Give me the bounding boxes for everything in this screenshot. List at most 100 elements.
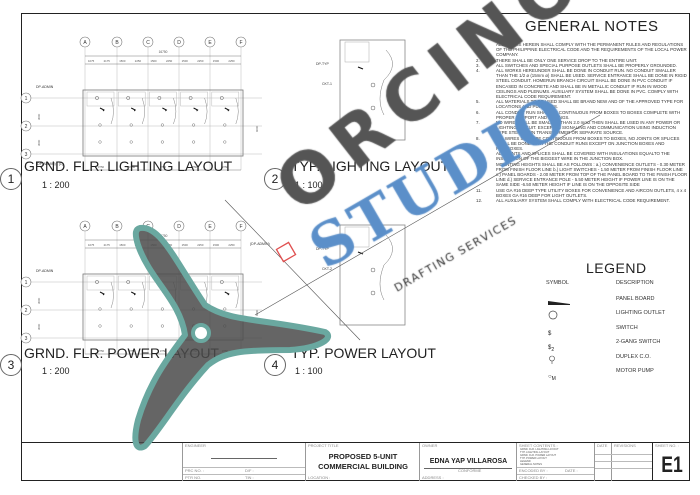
note-number: 1. [476, 42, 480, 47]
toilet-room [211, 91, 240, 107]
switch-symbol [357, 66, 364, 70]
legend-item-label: MOTOR PUMP [616, 368, 654, 374]
switch-symbol [162, 291, 168, 296]
project-label: PROJECT TITLE [308, 443, 339, 448]
dimension: 2250 [135, 243, 142, 247]
dimension: 1500 [119, 59, 126, 63]
owner-cell: OWNER EDNA YAP VILLAROSA CONFORME ADDRES… [419, 443, 517, 481]
grid-label: 1 [25, 280, 28, 286]
note-number: 7. [476, 120, 480, 126]
location-label: LOCATION : [308, 475, 331, 480]
unit-outline [339, 39, 406, 141]
dimension: 1500 [182, 243, 189, 247]
project-cell: PROJECT TITLE PROPOSED 5-UNIT COMMERCIAL… [305, 443, 420, 481]
switch-symbol [130, 107, 137, 112]
note-number: 12. [476, 198, 483, 204]
dimension: 6000 [255, 309, 259, 316]
date-label: DATE : [565, 468, 578, 473]
dp-typ-label: DP-TYP [316, 62, 330, 66]
toilet-room [149, 91, 177, 107]
outlet-symbol [192, 324, 196, 328]
legend-symbol-header: SYMBOL [546, 280, 569, 286]
dp-admin-label: DP-ADMIN [36, 85, 54, 89]
outlet-symbol [223, 324, 227, 328]
general-note: 4. ALL WORKS HEREUNDER SHALL BE DONE IN C… [476, 68, 688, 99]
drawing-number-3: 3 [0, 354, 22, 376]
dp-admin-label: DP-ADMIN [36, 269, 54, 273]
circuit-line [173, 281, 177, 309]
engineer-label: ENGINEER [185, 443, 206, 448]
dimension: 2250 [228, 59, 235, 63]
dp-typ-label: DP-TYP [316, 247, 330, 251]
general-note: 5.ALL MATERIALS TO BE USED SHALL BE BRAN… [476, 99, 688, 109]
toilet-room [86, 91, 115, 107]
sheet-contents-item: GENERAL NOTES [520, 462, 542, 466]
grid-label: F [239, 40, 242, 46]
note-number: 11. [476, 187, 482, 193]
dimension: 3000 [37, 139, 41, 146]
drawing-scale-1: 1 : 200 [42, 180, 70, 190]
note-text: MOUNTING HEIGHTS SHALL BE AS FOLLOWS : a… [496, 161, 688, 188]
circuit-line [142, 281, 145, 309]
switch-symbol [224, 291, 230, 296]
checked-label: CHECKED BY : [519, 475, 548, 480]
switch-symbol [99, 107, 105, 112]
grid-label: C [146, 224, 150, 230]
conforme-label: CONFORME [458, 468, 482, 473]
drawing-scale-3: 1 : 200 [42, 366, 70, 376]
general-notes-title: GENERAL NOTES [525, 18, 659, 35]
note-number: 8. [476, 135, 480, 141]
note-number: 10. [476, 161, 483, 167]
dimension: 1075 [88, 59, 95, 63]
dimension: 1500 [213, 243, 220, 247]
grid-label: 3 [25, 336, 28, 342]
divider [595, 461, 653, 462]
general-note: 9.ALL JOINTS AND SPLICES SHALL BE COVERE… [476, 151, 688, 161]
dimension: 1500 [119, 243, 126, 247]
drawing-title-2: TYP. LIGHTING LAYOUT [291, 158, 450, 174]
note-text: NO WIRE SHALL BE SMALLER THAN 2.0 mm2 TH… [496, 120, 681, 136]
note-number: 4. [476, 68, 480, 74]
grid-label: D [177, 224, 181, 230]
owner-name: EDNA YAP VILLAROSA [429, 458, 508, 465]
dimension: 16750 [159, 50, 168, 54]
legend-item-label: 2-GANG SWITCH [616, 339, 661, 345]
ptr-label: PTR NO. [185, 475, 202, 480]
note-text: ALL MATERIALS TO BE USED SHALL BE BRAND … [496, 99, 684, 110]
dimension: 2250 [135, 59, 142, 63]
grid-label: 1 [25, 96, 28, 102]
toilet-room [180, 275, 208, 291]
divider [595, 454, 653, 455]
dimension: 2250 [228, 243, 235, 247]
switch-symbol [224, 107, 230, 112]
building-outline [82, 273, 244, 341]
building-outline [82, 89, 244, 157]
switch-symbol [99, 291, 105, 296]
general-note: 6.ALL CONDUIT RUN SHALL BE CONTINUOUS FR… [476, 110, 688, 120]
dimension: 1500 [182, 59, 189, 63]
circuit-line [379, 234, 393, 301]
general-note: 8.ALL WIRES SHALL BE CONTINUOUS FROM BOX… [476, 136, 688, 152]
sheet-contents-cell: SHEET CONTENTS : GRND. FLR. LIGHTING LAY… [516, 443, 595, 481]
note-text: ALL WORKS HEREUNDER SHALL BE DONE IN CON… [496, 68, 687, 100]
outlet-symbol [129, 140, 133, 144]
unit-outline [339, 224, 406, 326]
circuit-line [379, 49, 393, 116]
outlet-symbol [160, 140, 164, 144]
dimension: 3000 [37, 323, 41, 330]
dimension: 2175 [104, 59, 111, 63]
toilet-room [117, 275, 146, 291]
toilet-room [117, 91, 146, 107]
owner-label: OWNER [422, 443, 438, 448]
drawing-title-1: GRND. FLR. LIGHTING LAYOUT [24, 158, 233, 174]
circuit-line [173, 97, 177, 125]
dimension: 1500 [150, 243, 157, 247]
sheet-number: E1 [661, 452, 683, 477]
outlet-symbol [98, 324, 102, 328]
switch-symbol [130, 291, 137, 296]
general-notes-list: 1.ALL WORKS HEREIN SHALL COMPLY WITH THE… [476, 42, 688, 203]
date-col-label: DATE [597, 443, 608, 448]
prc-label: PRC NO. : [185, 468, 204, 473]
circuit-line [110, 281, 114, 309]
